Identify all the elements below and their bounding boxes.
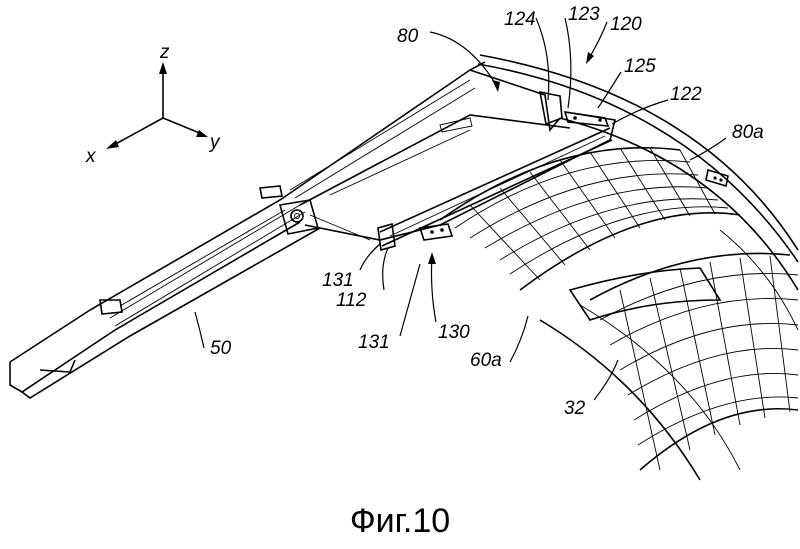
frame-80 xyxy=(278,69,616,252)
label-50: 50 xyxy=(210,338,232,359)
leader-lines xyxy=(194,17,727,401)
label-131-upper: 131 xyxy=(322,270,354,291)
axis-triad: z x y xyxy=(85,42,221,167)
axis-label-x: x xyxy=(85,146,97,167)
label-125: 125 xyxy=(624,56,656,77)
long-beam xyxy=(9,61,486,399)
label-80a: 80a xyxy=(732,122,764,143)
label-80: 80 xyxy=(397,26,419,47)
label-32: 32 xyxy=(564,398,586,419)
ring-housing xyxy=(477,54,799,481)
axis-label-z: z xyxy=(159,42,170,63)
axis-label-y: y xyxy=(208,132,221,153)
figure-caption: Фиг.10 xyxy=(350,502,450,540)
label-112: 112 xyxy=(336,290,367,311)
label-122: 122 xyxy=(670,84,702,105)
label-131-lower: 131 xyxy=(358,332,390,353)
label-120: 120 xyxy=(610,14,642,35)
reference-labels: 80 124 123 120 125 122 80a 131 112 131 1… xyxy=(210,4,764,419)
lower-grid-panel xyxy=(568,252,799,471)
label-124: 124 xyxy=(504,9,536,30)
label-130: 130 xyxy=(438,322,470,343)
upper-grid-panel xyxy=(439,147,741,291)
label-60a: 60a xyxy=(470,350,502,371)
label-123: 123 xyxy=(568,4,600,25)
